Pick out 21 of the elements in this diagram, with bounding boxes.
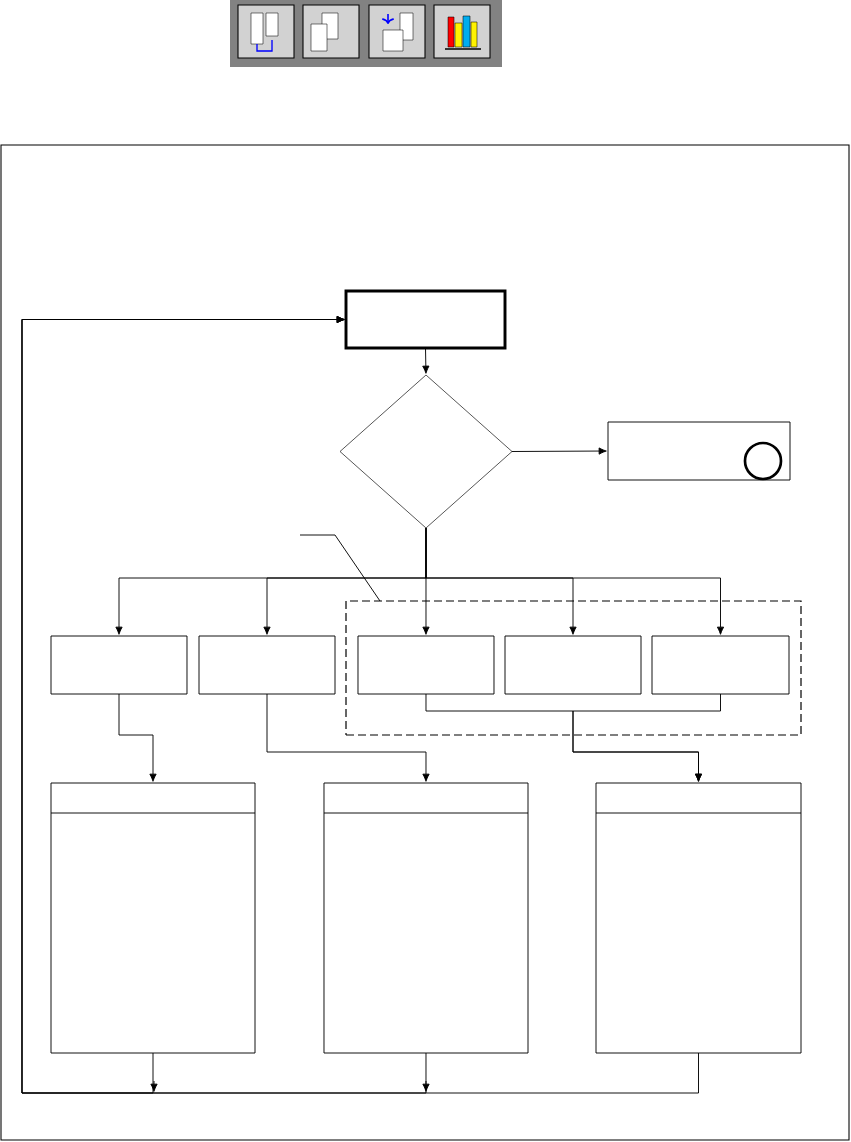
process-box (504, 635, 642, 695)
arrow (422, 347, 430, 374)
decision-diamond (339, 374, 513, 529)
table-box (323, 782, 529, 1054)
circle-mark (743, 441, 783, 481)
arrow (511, 447, 607, 455)
process-box (50, 635, 188, 695)
arrow (21, 315, 699, 1094)
process-box (651, 635, 790, 695)
start-box (344, 289, 507, 350)
arrow (572, 693, 721, 782)
group-box (345, 600, 802, 736)
process-box (357, 635, 495, 695)
table-box (595, 782, 802, 1054)
process-box (198, 635, 336, 695)
table-box (50, 782, 256, 1054)
process-box (607, 421, 791, 481)
leader-line (299, 534, 381, 602)
arrow (118, 693, 157, 782)
arrow (425, 527, 725, 635)
arrow (266, 693, 430, 782)
